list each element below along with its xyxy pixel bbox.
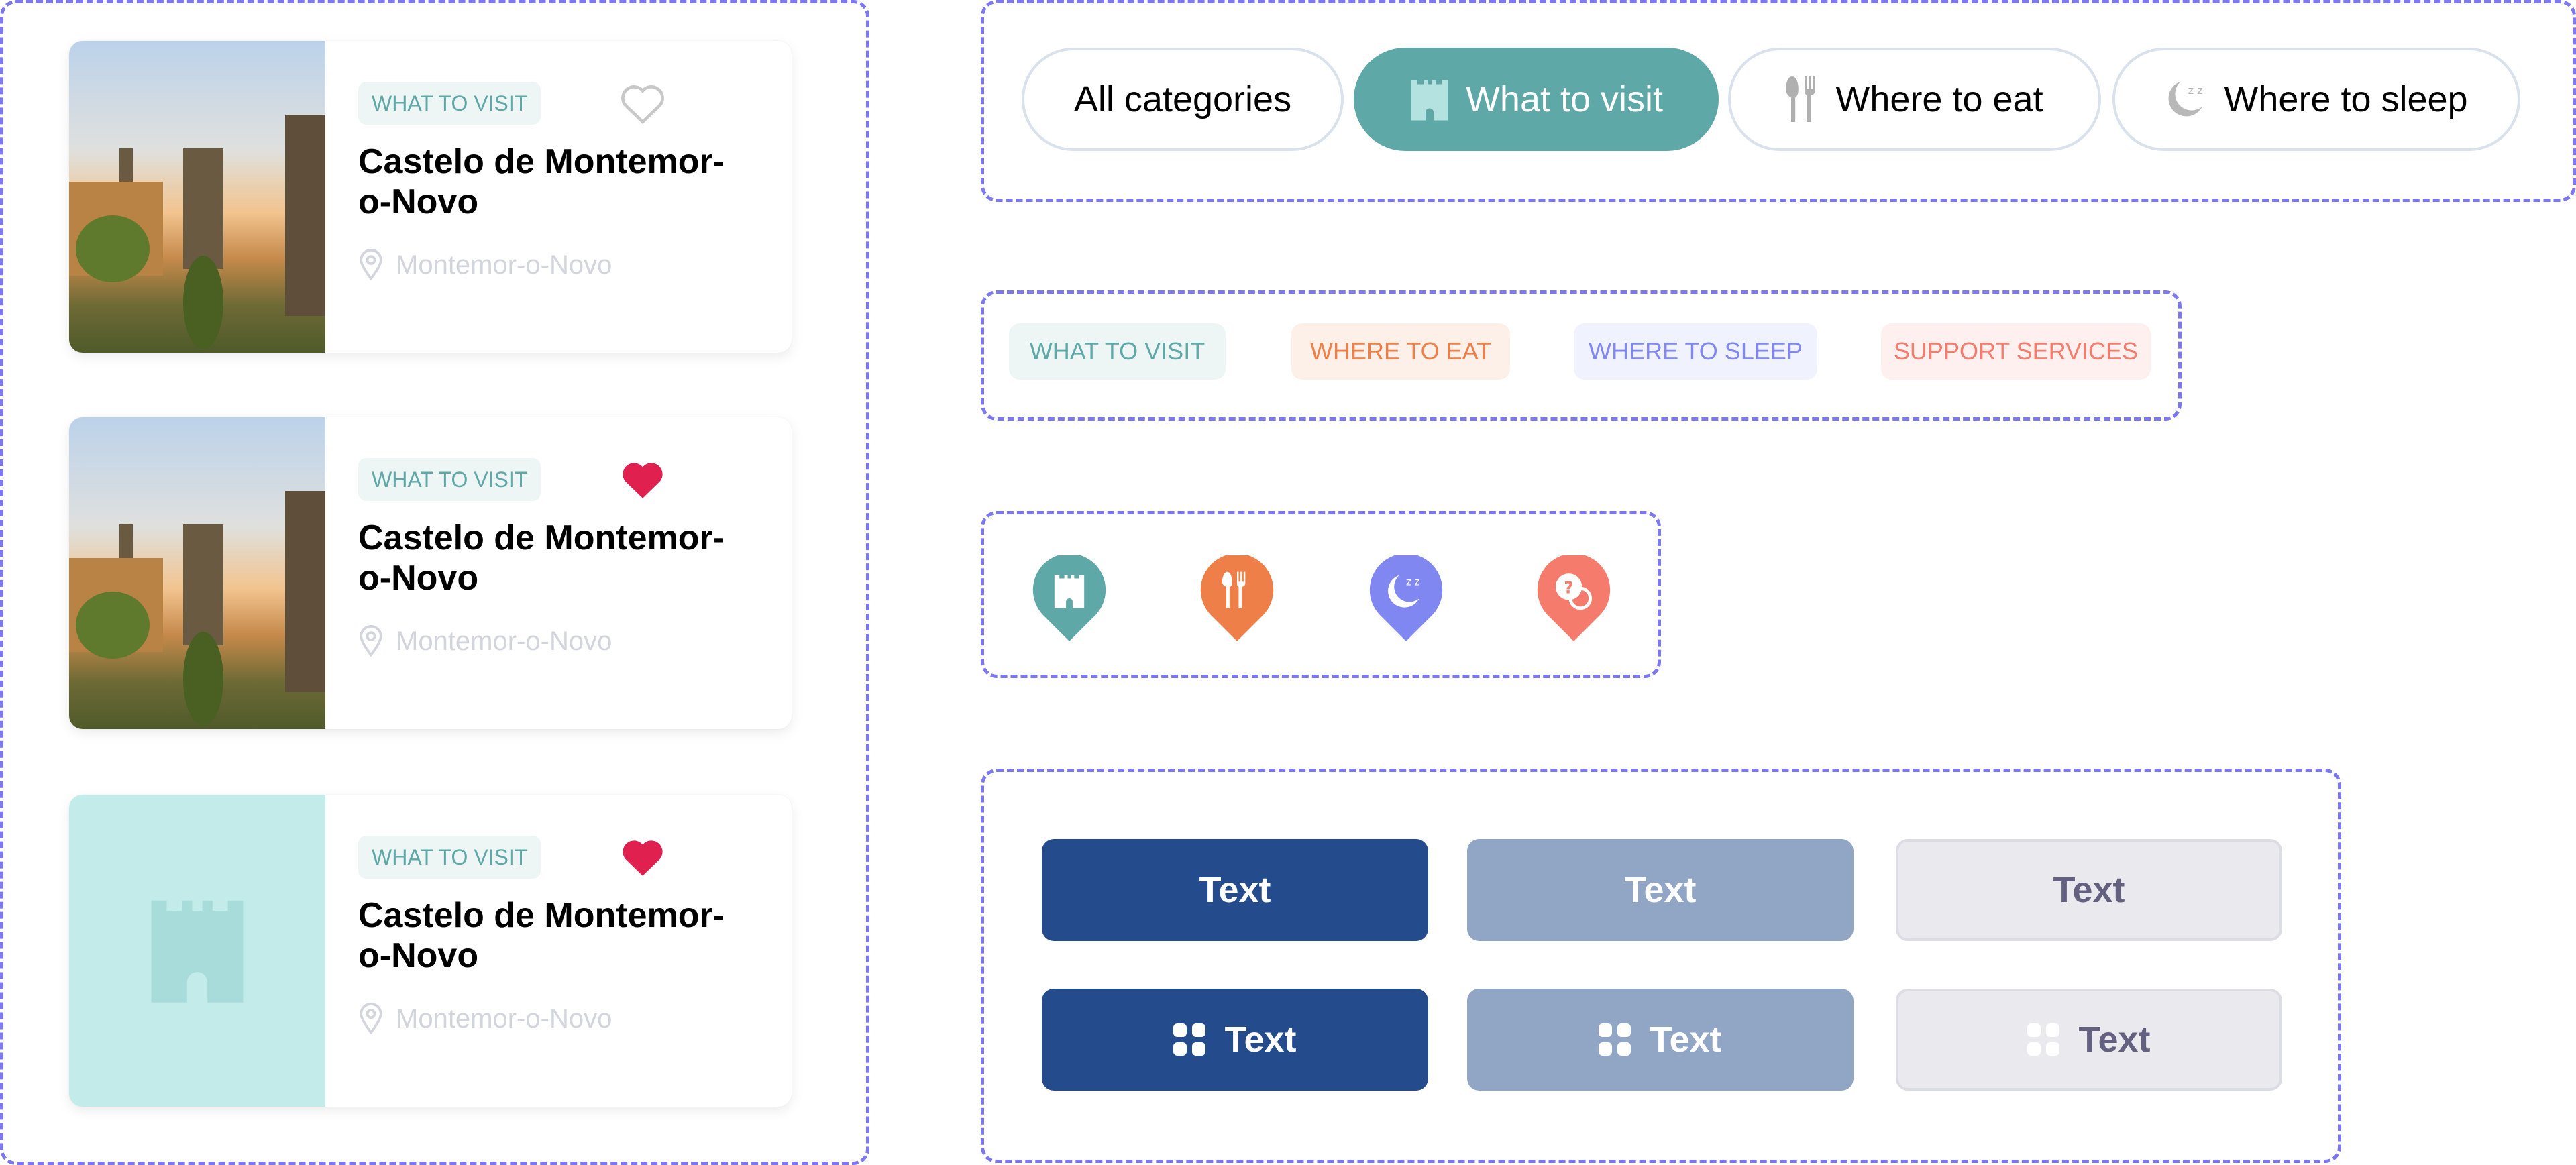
filter-label: All categories (1073, 79, 1292, 119)
location-text: Montemor-o-Novo (396, 1003, 612, 1034)
place-card[interactable]: WHAT TO VISIT Castelo de Montemor-o-Novo… (69, 417, 792, 729)
buttons-frame (981, 769, 2341, 1163)
location-pin-icon (360, 249, 382, 281)
location-text: Montemor-o-Novo (396, 626, 612, 656)
fork-knife-icon (1222, 571, 1246, 608)
filters-frame (981, 0, 2576, 202)
moon-sleep-icon: z z (2168, 81, 2203, 117)
button-label: Text (1224, 1019, 1297, 1060)
map-pin-where-to-sleep[interactable]: z z (1369, 555, 1443, 641)
grid-icon (2027, 1023, 2060, 1056)
location-pin-icon (360, 625, 382, 657)
place-location: Montemor-o-Novo (358, 625, 612, 657)
castle-icon (151, 900, 244, 1003)
primary-button[interactable]: Text (1042, 839, 1428, 941)
button-label: Text (1199, 870, 1271, 910)
filter-label: What to visit (1465, 79, 1664, 119)
question-chat-icon: ? (1564, 578, 1573, 598)
svg-text:z z: z z (2188, 84, 2203, 97)
category-tag: WHAT TO VISIT (358, 836, 541, 879)
castle-icon (1411, 80, 1448, 121)
tag-where-to-eat: WHERE TO EAT (1291, 323, 1510, 380)
tag-where-to-sleep: WHERE TO SLEEP (1574, 323, 1817, 380)
pins-frame (981, 511, 1661, 678)
button-label: Text (2053, 870, 2125, 910)
filter-what-to-visit[interactable]: What to visit (1354, 48, 1719, 151)
secondary-button[interactable]: Text (1467, 839, 1854, 941)
button-label: Text (1624, 870, 1697, 910)
location-text: Montemor-o-Novo (396, 249, 612, 280)
filter-all-categories[interactable]: All categories (1022, 48, 1344, 151)
cards-frame (0, 0, 869, 1165)
place-location: Montemor-o-Novo (358, 1003, 612, 1035)
moon-sleep-icon (1388, 575, 1419, 608)
fork-knife-icon (1786, 76, 1815, 122)
tags-frame (981, 290, 2182, 421)
tertiary-icon-button[interactable]: Text (1896, 989, 2282, 1091)
svg-text:z z: z z (1406, 576, 1419, 588)
filter-where-to-eat[interactable]: Where to eat (1728, 48, 2101, 151)
map-pin-support-services[interactable]: ? (1537, 555, 1611, 641)
heart-outline-icon[interactable] (619, 81, 666, 125)
place-card[interactable]: WHAT TO VISIT Castelo de Montemor-o-Novo… (69, 795, 792, 1107)
button-label: Text (2078, 1019, 2151, 1060)
place-location: Montemor-o-Novo (358, 249, 612, 281)
heart-filled-icon[interactable] (619, 835, 666, 879)
place-title: Castelo de Montemor-o-Novo (358, 518, 725, 598)
grid-icon (1599, 1023, 1631, 1056)
place-title: Castelo de Montemor-o-Novo (358, 896, 725, 975)
place-card[interactable]: WHAT TO VISIT Castelo de Montemor-o-Novo… (69, 41, 792, 353)
image-placeholder (69, 795, 325, 1107)
map-pin-what-to-visit[interactable] (1032, 555, 1106, 641)
tag-support-services: SUPPORT SERVICES (1881, 323, 2151, 380)
castle-photo (69, 417, 325, 729)
tertiary-button[interactable]: Text (1896, 839, 2282, 941)
tag-what-to-visit: WHAT TO VISIT (1009, 323, 1226, 380)
filter-where-to-sleep[interactable]: z z Where to sleep (2112, 48, 2520, 151)
place-title: Castelo de Montemor-o-Novo (358, 142, 725, 221)
heart-filled-icon[interactable] (619, 457, 666, 502)
filter-label: Where to sleep (2224, 79, 2468, 119)
primary-icon-button[interactable]: Text (1042, 989, 1428, 1091)
filter-label: Where to eat (1835, 79, 2043, 119)
grid-icon (1173, 1023, 1206, 1056)
category-tag: WHAT TO VISIT (358, 458, 541, 501)
castle-icon (1054, 575, 1085, 608)
category-tag: WHAT TO VISIT (358, 82, 541, 125)
button-label: Text (1650, 1019, 1722, 1060)
map-pin-where-to-eat[interactable] (1200, 555, 1274, 641)
location-pin-icon (360, 1003, 382, 1035)
secondary-icon-button[interactable]: Text (1467, 989, 1854, 1091)
castle-photo (69, 41, 325, 353)
